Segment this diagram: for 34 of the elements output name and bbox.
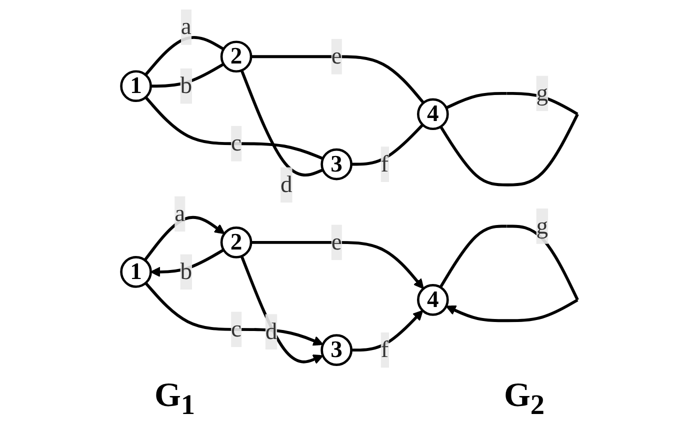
edge-label: f: [380, 337, 389, 364]
edge-label: g: [536, 213, 548, 240]
connector: [144, 36, 224, 76]
graph-title: G$_{2}$: [504, 377, 545, 422]
connector: [144, 96, 324, 160]
arrow: [351, 310, 424, 352]
node-circle: 2: [220, 226, 252, 258]
arrow: [144, 282, 324, 346]
edge-label: e: [331, 44, 342, 70]
edge-label: a: [174, 200, 186, 227]
node-circle: 4: [417, 284, 449, 316]
edge-label: c: [231, 130, 242, 157]
edge-label: b: [180, 258, 192, 285]
node-circle: 3: [320, 334, 352, 366]
edge-label: c: [231, 316, 242, 342]
connector: [351, 124, 424, 166]
edge-label: a: [180, 14, 192, 40]
edge-label: d: [280, 172, 292, 198]
arrow: [144, 216, 225, 262]
node-circle: 1: [120, 256, 152, 288]
graph-title: G$_{1}$: [154, 377, 196, 422]
arrow: [251, 240, 424, 290]
node-circle: 1: [120, 70, 152, 102]
node-circle: 3: [320, 148, 352, 180]
edge-label: f: [380, 151, 389, 178]
edge-label: b: [180, 73, 192, 100]
node-circle: 2: [220, 40, 252, 73]
edge-label: d: [265, 318, 278, 345]
arrow: [240, 256, 324, 364]
edge-label: e: [331, 229, 342, 256]
edge-label: g: [536, 80, 548, 106]
connector: [251, 55, 425, 104]
connector: [240, 70, 324, 177]
node-circle: 4: [417, 98, 449, 130]
